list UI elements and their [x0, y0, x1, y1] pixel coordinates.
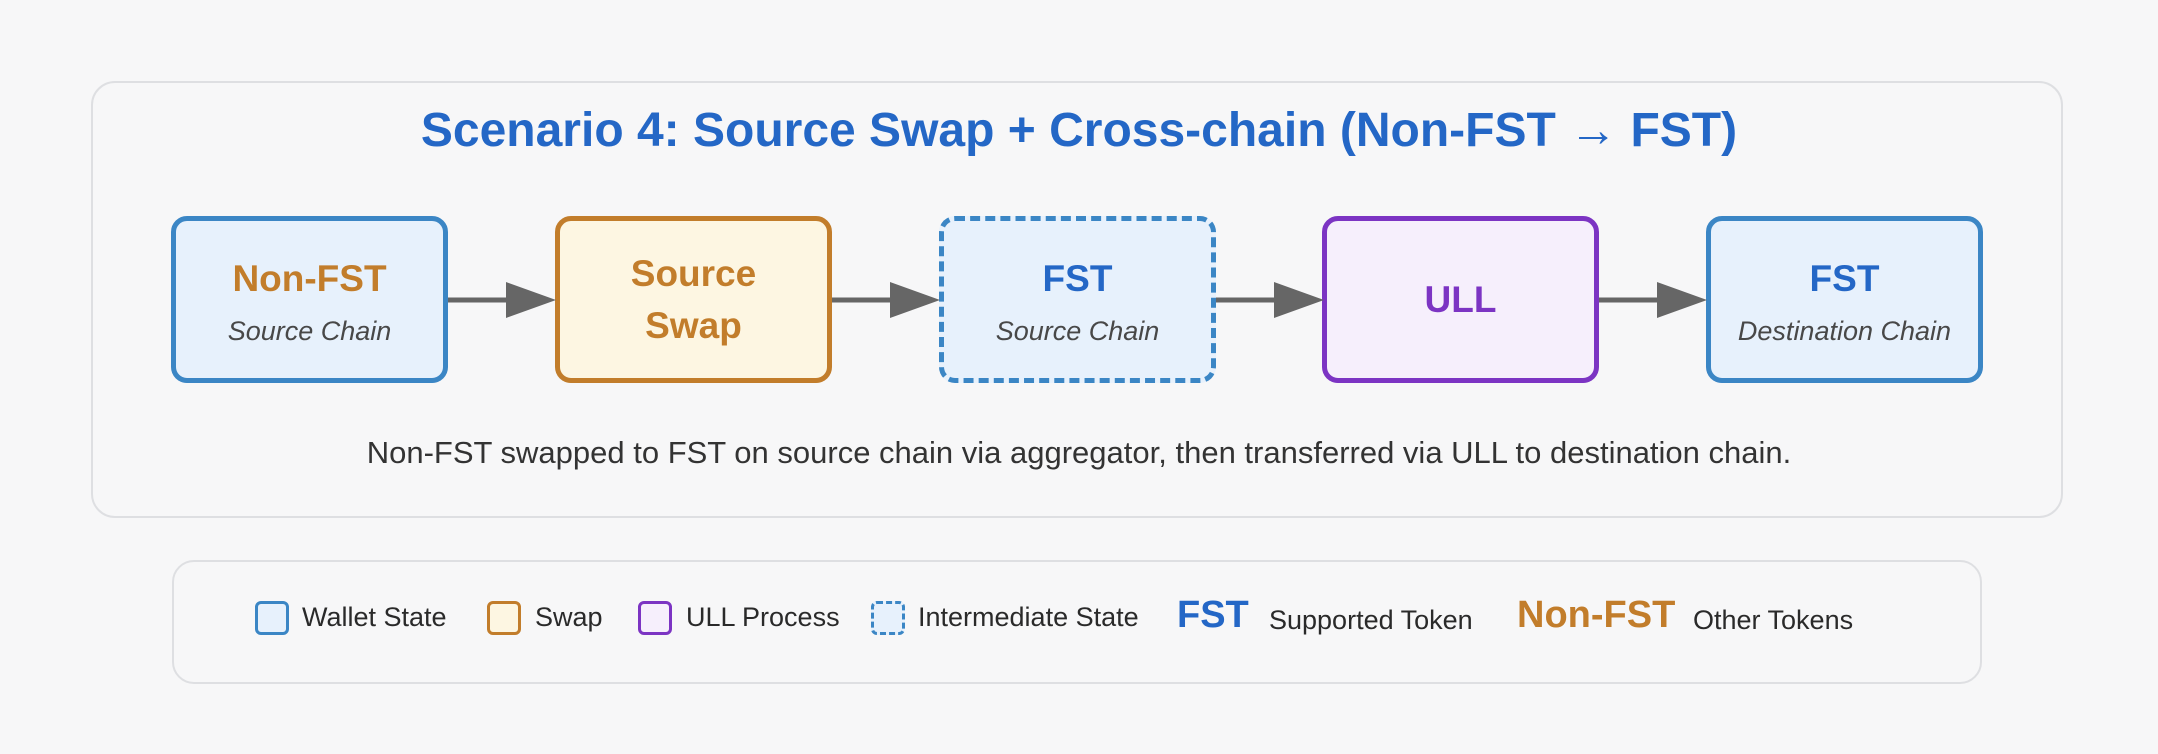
node-source-swap-label: Source Swap: [630, 252, 757, 346]
arrow-1: [448, 282, 556, 318]
node-nonfst-label: Non-FST: [232, 257, 387, 299]
node-fst-source: FST Source Chain: [939, 216, 1216, 383]
arrow-3: [1216, 282, 1324, 318]
legend-ull-swatch: [638, 601, 672, 635]
legend-wallet-label: Wallet State: [302, 602, 447, 632]
node-nonfst-sub: Source Chain: [227, 315, 392, 346]
node-fst-source-label: FST: [1042, 257, 1113, 299]
node-ull-label: ULL: [1424, 278, 1497, 320]
node-fst-destination-label: FST: [1809, 257, 1880, 299]
legend-swap-label: Swap: [535, 602, 603, 632]
node-nonfst-source: Non-FST Source Chain: [171, 216, 448, 383]
arrow-4: [1599, 282, 1707, 318]
legend-supported-label: Supported Token: [1269, 605, 1473, 635]
legend-ull-label: ULL Process: [686, 602, 840, 632]
legend-nonfst-sample: Non-FST: [1517, 594, 1676, 636]
node-fst-destination: FST Destination Chain: [1706, 216, 1983, 383]
node-fst-source-sub: Source Chain: [995, 315, 1160, 346]
node-fst-destination-sub: Destination Chain: [1737, 315, 1952, 346]
arrow-2: [832, 282, 940, 318]
node-source-swap: Source Swap: [555, 216, 832, 383]
diagram-title: Scenario 4: Source Swap + Cross-chain (N…: [420, 104, 1738, 157]
legend-wallet-swatch: [255, 601, 289, 635]
legend-intermediate-swatch: [871, 601, 905, 635]
node-ull: ULL: [1322, 216, 1599, 383]
legend-swap-swatch: [487, 601, 521, 635]
legend-fst-sample: FST: [1177, 594, 1249, 636]
legend-panel: [172, 560, 1982, 684]
diagram-caption: Non-FST swapped to FST on source chain v…: [366, 435, 1792, 470]
legend-other-label: Other Tokens: [1693, 605, 1854, 635]
legend-intermediate-label: Intermediate State: [918, 602, 1139, 632]
